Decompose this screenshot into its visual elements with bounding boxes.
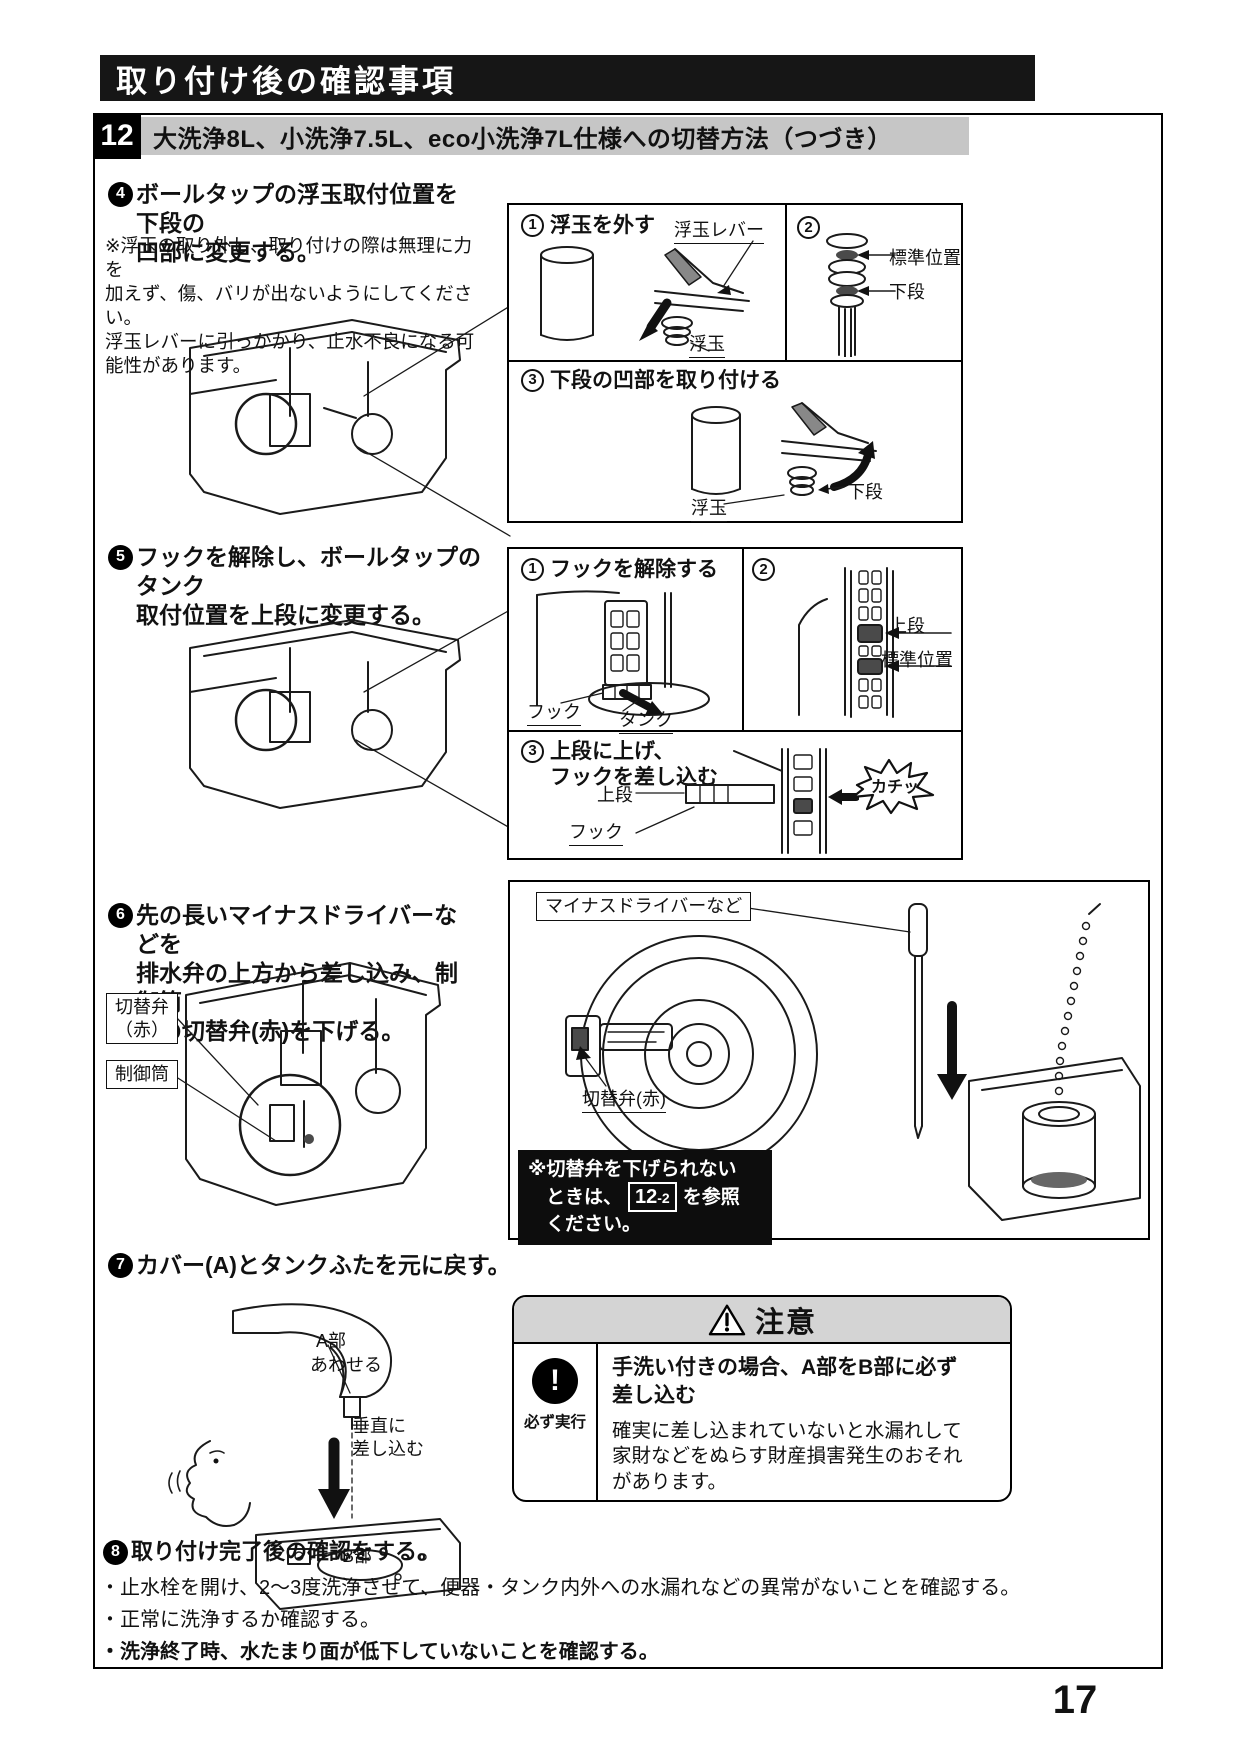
circled-number-icon: 3 [521,369,544,392]
label-float-lever: 浮玉レバー [674,219,764,244]
step-6-marker: 6 [108,903,133,928]
mandatory-action-icon: ! [532,1358,578,1404]
rail-positions-illustration [798,567,952,718]
step-4-diagram-box: 1 浮玉を外す 浮玉レバー 浮玉 [507,203,963,523]
cover-replace-illustration [168,1303,461,1610]
reference-note-line2: ときは、 12-2 を参照 [528,1182,762,1213]
mandatory-action-cell: ! 必ず実行 [514,1344,598,1500]
label-switch-valve-red: 切替弁(赤) [582,1088,666,1113]
step-8-text: 取り付け完了後の確認をする。 [131,1539,440,1564]
step-8-checklist: ・止水栓を開け、2～3度洗浄させて、便器・タンク内外への水漏れなどの異常がないこ… [100,1574,1140,1670]
label-tank: タンク [619,709,673,734]
caution-lead-text: 手洗い付きの場合、A部をB部に必ず 差し込む [612,1356,958,1408]
section-number: 12 [93,113,141,159]
step-7-heading: 7 カバー(A)とタンクふたを元に戻す。 [108,1251,528,1280]
warning-triangle-icon [708,1304,746,1335]
step-4-text: ボールタップの浮玉取付位置を下段の 凹部に変更する。 [136,181,458,265]
hook-insert-illustration [635,748,859,854]
label-insert-vertically: 垂直に 差し込む [352,1416,424,1459]
section-frame [93,113,1163,1669]
label-align: あわせる [310,1355,382,1375]
substep-1-title: 1 浮玉を外す [521,213,655,239]
header-bar: 取り付け後の確認事項 [100,55,1035,101]
substep-3-title: 3 上段に上げ、 フックを差し込む [521,739,718,790]
float-rod-illustration [826,233,896,357]
reference-note-line3: ください。 [546,1214,642,1236]
circled-number-icon: 2 [752,558,775,581]
caution-body: ! 必ず実行 手洗い付きの場合、A部をB部に必ず 差し込む 確実に差し込まれてい… [514,1344,1010,1500]
label-part-b: B部 [342,1546,373,1566]
step-6-tank-illustration [169,962,441,1206]
label-flathead-screwdriver: マイナスドライバーなど [536,892,752,921]
divider [509,360,961,362]
circled-number-icon: 1 [521,214,544,237]
label-hook: フック [569,821,623,846]
label-standard-position: 標準位置 [881,650,953,670]
hook-release-illustration [536,590,710,716]
label-upper-position: 上段 [597,785,633,805]
label-lower-position: 下段 [847,482,883,502]
float-remove-illustration [540,240,754,352]
reference-note-line1: ※切替弁を下げられない [528,1159,737,1180]
circled-number-icon: 3 [521,740,544,763]
substep-1-title: 1 フックを解除する [521,557,718,583]
step-5-diagram-box: 1 フックを解除する [507,547,963,860]
drain-valve-illustration [565,903,1141,1221]
click-sound-burst: カチッ [851,758,935,815]
label-switch-valve-red: 切替弁 （赤） [106,993,178,1044]
step-5-tank-illustration [189,609,511,829]
section-title-bar: 大洗浄8L、小洗浄7.5L、eco小洗浄7L仕様への切替方法（つづき） [141,117,969,155]
checklist-item: ・正常に洗浄するか確認する。 [100,1609,380,1631]
checklist-item: ・洗浄終了時、水たまり面が低下していないことを確認する。 [100,1641,659,1663]
label-control-tube: 制御筒 [106,1060,178,1089]
step-4-tank-illustration [189,305,511,537]
mandatory-action-label: 必ず実行 [523,1414,586,1431]
caution-body-text: 確実に差し込まれていないと水漏れして 家財などをぬらす財産損害発生のおそれ があ… [612,1419,963,1494]
substep-3-title: 3 下段の凹部を取り付ける [521,368,781,394]
step-5-text: フックを解除し、ボールタップのタンク 取付位置を上段に変更する。 [136,544,481,628]
step-4-marker: 4 [108,182,133,207]
step-8-heading: 8 取り付け完了後の確認をする。 [103,1538,439,1566]
step-6-diagram-box: マイナスドライバーなど 切替弁(赤) ※切替弁を下げられない ときは、 12-2… [508,880,1150,1245]
divider [742,549,744,730]
reference-note: ※切替弁を下げられない ときは、 12-2 を参照 ください。 [518,1150,772,1245]
caution-box: 注意 ! 必ず実行 手洗い付きの場合、A部をB部に必ず 差し込む 確実に差し込ま… [512,1295,1012,1502]
step-8-marker: 8 [103,1540,128,1565]
caution-title: 注意 [754,1306,817,1339]
step-7-marker: 7 [108,1253,133,1278]
page-number: 17 [1052,1678,1098,1722]
label-float: 浮玉 [689,333,725,358]
label-hook: フック [527,701,581,726]
step-4-heading: 4 ボールタップの浮玉取付位置を下段の 凹部に変更する。 [108,180,478,267]
label-upper-position: 上段 [889,616,925,636]
section-ref-badge: 12-2 [628,1182,677,1213]
divider [509,730,961,732]
circled-number-icon: 1 [521,558,544,581]
circled-number-icon: 2 [797,216,820,239]
label-standard-position: 標準位置 [889,248,961,268]
label-float: 浮玉 [691,497,727,522]
step-5-heading: 5 フックを解除し、ボールタップのタンク 取付位置を上段に変更する。 [108,543,488,630]
checklist-item: ・止水栓を開け、2～3度洗浄させて、便器・タンク内外への水漏れなどの異常がないこ… [100,1577,1021,1599]
float-attach-illustration [691,402,877,505]
caution-header: 注意 [514,1297,1010,1344]
click-sound-text: カチッ [871,778,919,796]
label-lower-position: 下段 [889,282,925,302]
label-part-a: A部 [316,1331,347,1351]
step-7-text: カバー(A)とタンクふたを元に戻す。 [136,1252,511,1278]
divider [785,205,787,360]
step-5-marker: 5 [108,545,133,570]
caution-text-cell: 手洗い付きの場合、A部をB部に必ず 差し込む 確実に差し込まれていないと水漏れし… [598,1344,977,1500]
section-title: 大洗浄8L、小洗浄7.5L、eco小洗浄7L仕様への切替方法（つづき） [153,125,892,153]
page-title: 取り付け後の確認事項 [116,63,456,99]
